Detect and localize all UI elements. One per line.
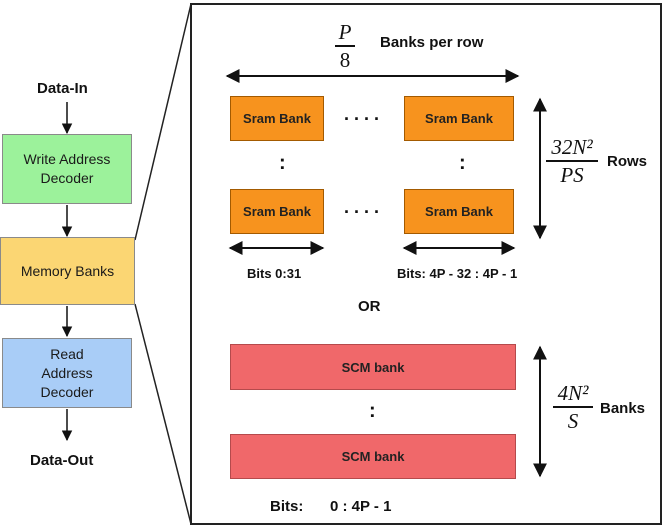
zoom-line-top xyxy=(134,3,192,241)
read-address-decoder: Read Address Decoder xyxy=(2,338,132,408)
horizontal-ellipsis-top: .... xyxy=(344,104,385,124)
data-out-label: Data-Out xyxy=(30,452,94,469)
banks-per-row-fraction: P 8 xyxy=(335,20,355,72)
scm-bits-prefix: Bits: xyxy=(270,498,304,515)
banks-per-row-denominator: 8 xyxy=(339,47,351,72)
rows-fraction: 32N² PS xyxy=(546,135,598,187)
scm-bits-range: 0 : 4P - 1 xyxy=(330,498,392,515)
data-in-label: Data-In xyxy=(37,80,88,97)
rows-numerator: 32N² xyxy=(551,135,593,159)
bits-left-label: Bits 0:31 xyxy=(247,266,302,281)
memory-banks-box: Memory Banks xyxy=(0,237,135,305)
sram-bank-bottom-right: Sram Bank xyxy=(404,189,514,234)
scm-banks-denominator: S xyxy=(567,408,579,433)
vertical-ellipsis-scm: : xyxy=(369,400,376,422)
write-decoder-line-1: Write Address xyxy=(23,151,111,167)
sram-bank-top-right: Sram Bank xyxy=(404,96,514,141)
vertical-ellipsis-left: : xyxy=(279,152,286,174)
memory-banks-label: Memory Banks xyxy=(20,262,115,279)
sram-bank-top-left: Sram Bank xyxy=(230,96,324,141)
detail-panel-border xyxy=(190,3,662,525)
horizontal-ellipsis-bottom: .... xyxy=(344,197,385,217)
rows-label: Rows xyxy=(607,153,648,170)
sram-bank-bottom-left: Sram Bank xyxy=(230,189,324,234)
scm-banks-label: Banks xyxy=(600,400,646,417)
scm-bank-top: SCM bank xyxy=(230,344,516,390)
banks-per-row-label: Banks per row xyxy=(380,34,484,51)
scm-banks-numerator: 4N² xyxy=(557,381,589,405)
scm-bank-bottom: SCM bank xyxy=(230,434,516,479)
vertical-ellipsis-right: : xyxy=(459,152,466,174)
read-decoder-line-1: Read xyxy=(50,345,84,362)
write-decoder-line-2: Decoder xyxy=(40,170,94,186)
write-address-decoder: Write Address Decoder xyxy=(2,134,132,204)
or-label: OR xyxy=(358,298,381,315)
bits-right-label: Bits: 4P - 32 : 4P - 1 xyxy=(397,266,518,281)
rows-denominator: PS xyxy=(560,162,584,187)
zoom-line-bottom xyxy=(134,303,192,525)
banks-per-row-numerator: P xyxy=(338,20,352,44)
read-decoder-line-2: Address xyxy=(41,364,93,381)
scm-banks-fraction: 4N² S xyxy=(553,381,593,433)
read-decoder-line-3: Decoder xyxy=(40,383,94,400)
